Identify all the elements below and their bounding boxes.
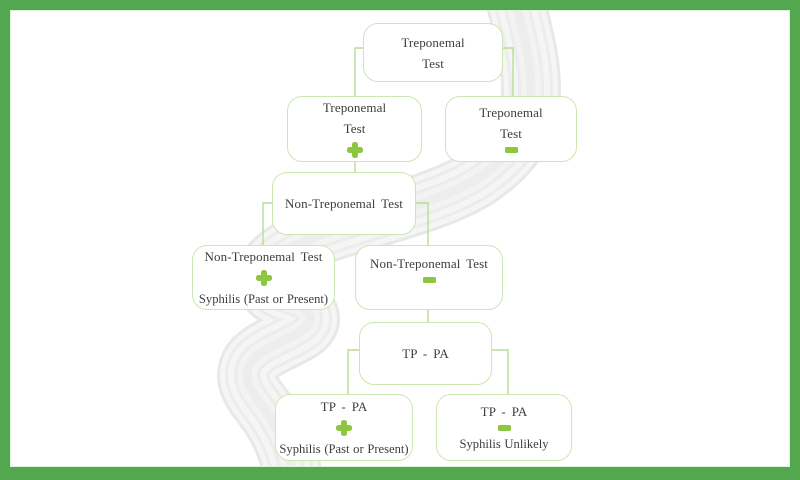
node-treponemal-test-negative: Treponemal Test: [445, 96, 577, 162]
edge-nontrep-to-positive: [262, 202, 272, 245]
node-label: Treponemal: [401, 34, 465, 50]
outcome-label: Syphilis (Past or Present): [279, 442, 409, 456]
node-non-treponemal-test: Non-Treponemal Test: [272, 172, 416, 235]
node-treponemal-test: Treponemal Test: [363, 23, 503, 82]
node-label: Test: [500, 126, 522, 141]
node-label: Non-Treponemal Test: [370, 256, 488, 271]
edge-root-to-negative: [503, 47, 514, 96]
edge-tppa-to-negative: [492, 349, 509, 394]
node-label: TP - PA: [320, 399, 368, 414]
node-label: Treponemal: [479, 105, 543, 120]
outcome-label: Syphilis (Past or Present): [198, 292, 329, 306]
node-label: Non-Treponemal Test: [204, 249, 323, 264]
node-non-treponemal-test-negative: Non-Treponemal Test: [355, 245, 503, 310]
plus-icon: [346, 142, 363, 158]
node-tp-pa-negative: TP - PA Syphilis Unlikely: [436, 394, 572, 461]
edge-nontrep-to-negative: [416, 202, 429, 245]
edge-tppa-to-positive: [347, 349, 359, 394]
plus-icon: [255, 270, 272, 286]
node-tp-pa: TP - PA: [359, 322, 492, 385]
node-label: Test: [422, 55, 444, 71]
node-tp-pa-positive: TP - PA Syphilis (Past or Present): [275, 394, 413, 461]
minus-icon: [504, 147, 518, 153]
edge-root-to-positive: [354, 47, 363, 96]
minus-icon: [497, 425, 511, 431]
node-label: Non-Treponemal Test: [285, 196, 403, 211]
node-label: Treponemal: [322, 100, 387, 115]
node-label: TP - PA: [402, 346, 449, 361]
outcome-label: Syphilis Unlikely: [459, 437, 549, 451]
minus-icon: [422, 277, 436, 283]
node-treponemal-test-positive: Treponemal Test: [287, 96, 422, 162]
node-non-treponemal-test-positive: Non-Treponemal Test Syphilis (Past or Pr…: [192, 245, 335, 310]
node-label: TP - PA: [480, 404, 528, 419]
plus-icon: [336, 420, 352, 436]
node-label: Test: [343, 121, 366, 136]
